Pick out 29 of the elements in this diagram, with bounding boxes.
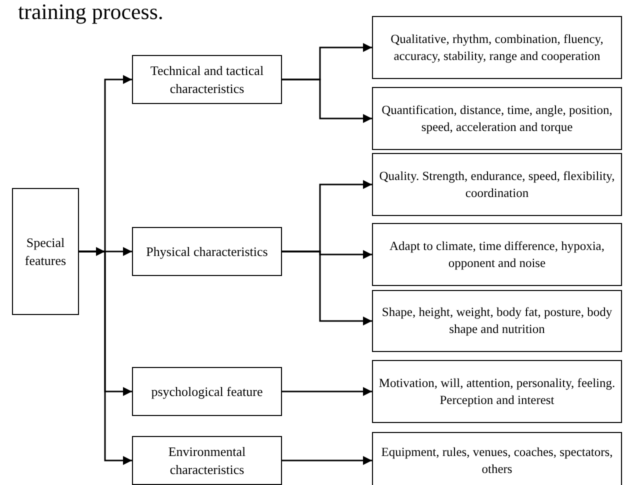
box-text: Environmental characteristics	[167, 442, 247, 478]
box-text: Qualitative, rhythm, combination, fluency, accuracy, stability, range and cooperation	[390, 30, 604, 64]
box-text: Adapt to climate, time difference, hypoxia, opponent and noise	[388, 238, 606, 272]
process-box	[372, 223, 622, 286]
process-box	[372, 360, 622, 423]
process-box	[132, 55, 282, 104]
process-box	[12, 188, 79, 315]
process-box	[372, 290, 622, 352]
box-text: Special features	[24, 234, 68, 270]
box-text: Motivation, will, attention, personality, feeling. Perception and interest	[378, 374, 616, 408]
box-text: Equipment, rules, venues, coaches, spectators, others	[380, 444, 614, 478]
process-box	[372, 87, 622, 150]
connector-arrow	[282, 78, 372, 123]
process-box	[132, 367, 282, 416]
box-text: Quality. Strength, endurance, speed, flexibility, coordination	[378, 168, 616, 202]
box-text: Shape, height, weight, body fat, posture, body shape and nutrition	[380, 304, 614, 338]
process-box	[372, 16, 622, 79]
connector-arrow	[282, 250, 372, 326]
process-box	[132, 436, 282, 485]
process-box	[132, 227, 282, 276]
box-text: Technical and tactical characteristics	[149, 62, 265, 98]
caption-text: training process.	[18, 0, 164, 24]
connector-arrow	[282, 387, 372, 396]
box-text: Physical characteristics	[146, 242, 268, 260]
process-box	[372, 153, 622, 216]
connector-arrow	[282, 456, 372, 465]
box-text: psychological feature	[151, 382, 263, 400]
box-text: Quantification, distance, time, angle, position, speed, acceleration and torque	[380, 102, 614, 136]
process-box	[372, 432, 622, 485]
